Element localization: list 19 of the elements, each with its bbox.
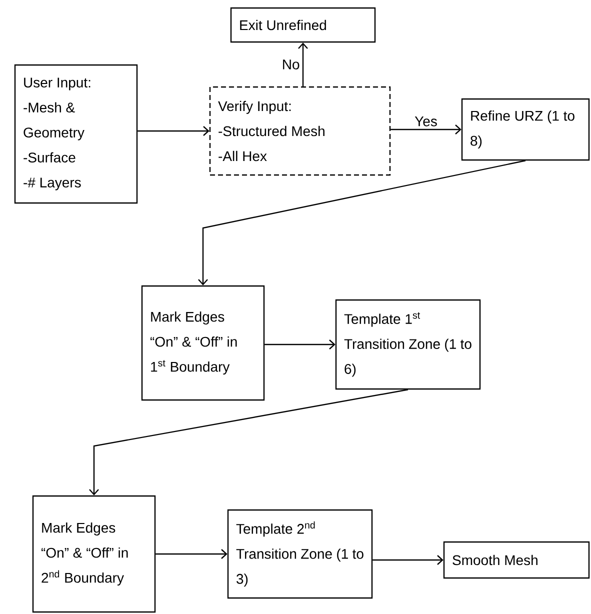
arrow [138,126,210,136]
process-box: Mark Edges “On” & “Off” in 2$^{nd}$ Boundary [32,495,156,613]
arrow [264,340,336,350]
arrow [372,555,444,565]
verify-box: Verify Input: -Structured Mesh -All Hex [209,86,391,176]
process-box: Mark Edges “On” & “Off” in 1$^{st}$ Boundary [141,285,265,401]
end-box: Smooth Mesh [443,541,590,579]
edge-label: No [283,60,300,70]
arrow [89,389,408,496]
arrow [390,124,462,134]
arrow [298,42,308,86]
edge-label: Yes [414,116,437,126]
exit-box: Exit Unrefined [230,7,376,43]
arrow [156,549,228,559]
process-box: Template 1$^{st}$ Transition Zone (1 to 6) [335,299,481,390]
process-box: Template 2$^{nd}$ Transition Zone (1 to 3) [227,509,373,599]
process-box: Refine URZ (1 to 8) [461,98,590,161]
input-box: User Input: -Mesh & Geometry -Surface -# Layers [14,64,138,204]
arrow [198,160,526,286]
